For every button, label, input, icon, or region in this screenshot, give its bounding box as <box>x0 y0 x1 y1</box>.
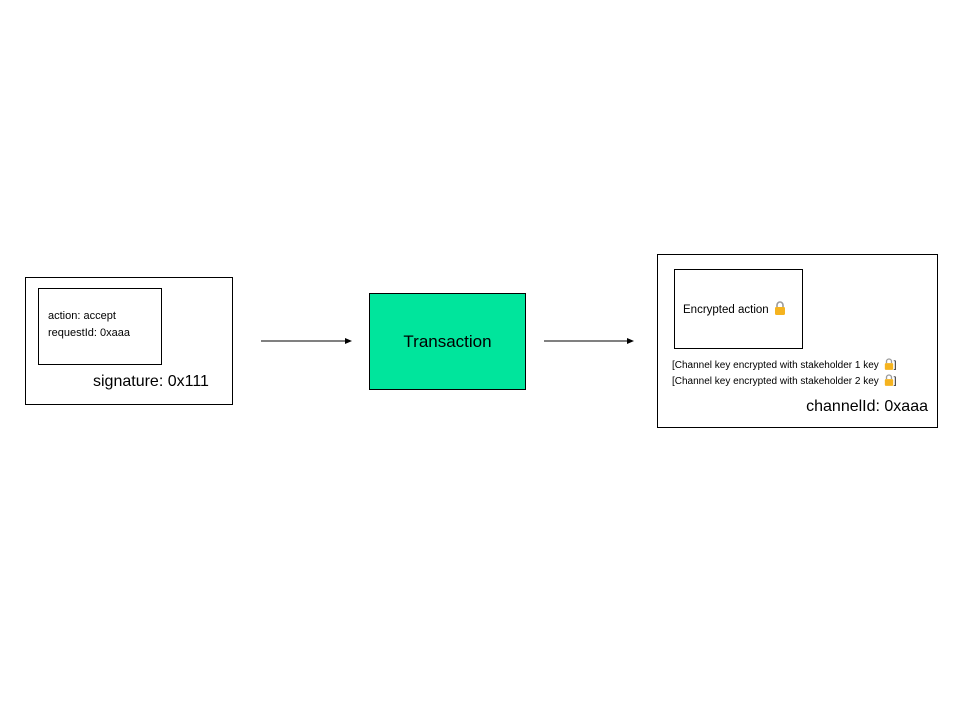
key-line-2-close: ] <box>893 376 897 387</box>
key-line-2: [Channel key encrypted with stakeholder … <box>672 374 896 389</box>
channel-id-label: channelId: 0xaaa <box>806 398 928 415</box>
key-line-1-text: [Channel key encrypted with stakeholder … <box>672 360 879 371</box>
signed-request-box: action: accept requestId: 0xaaa signatur… <box>25 277 233 405</box>
arrow-right-icon <box>261 338 352 344</box>
transaction-label: Transaction <box>403 332 492 351</box>
request-payload-box: action: accept requestId: 0xaaa <box>38 288 162 365</box>
transaction-box: Transaction <box>369 293 526 390</box>
channel-box: Encrypted action [Channel key encrypted … <box>657 254 938 428</box>
encrypted-action-box: Encrypted action <box>674 269 803 349</box>
arrow-right-icon <box>544 338 634 344</box>
request-id-line: requestId: 0xaaa <box>48 327 130 339</box>
signature-label: signature: 0x111 <box>93 373 209 390</box>
key-line-1: [Channel key encrypted with stakeholder … <box>672 358 896 373</box>
lock-icon <box>884 374 894 389</box>
key-line-1-close: ] <box>893 360 897 371</box>
lock-icon <box>774 301 786 318</box>
encrypted-action-text: Encrypted action <box>683 304 769 316</box>
lock-icon <box>884 358 894 373</box>
action-line: action: accept <box>48 310 116 322</box>
key-line-2-text: [Channel key encrypted with stakeholder … <box>672 376 879 387</box>
encrypted-action-label: Encrypted action <box>683 301 786 318</box>
